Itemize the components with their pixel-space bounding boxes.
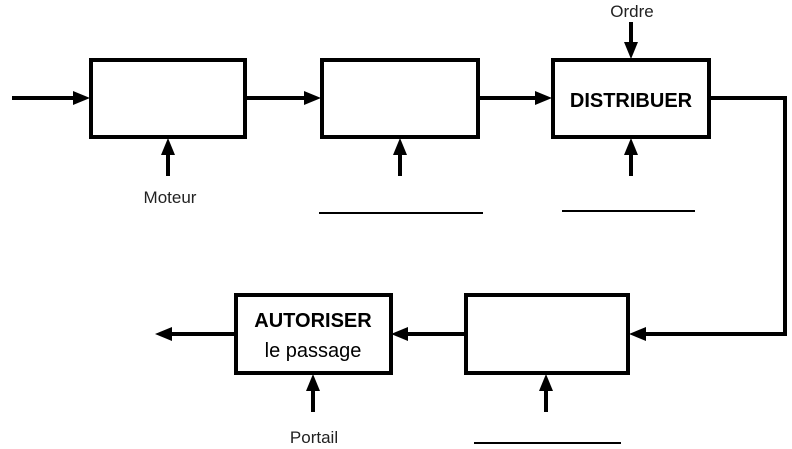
arrow-block1-to-block2	[245, 91, 321, 105]
input-arrow-block-4	[539, 374, 553, 412]
input-arrow-block-distribuer	[624, 138, 638, 176]
arrow-block3-to-block4	[629, 96, 787, 341]
portail-label: Portail	[290, 428, 338, 447]
block-2	[320, 58, 480, 139]
arrow-block2-to-block3	[478, 91, 552, 105]
block-4	[464, 293, 630, 375]
block-distribuer-label: DISTRIBUER	[570, 90, 693, 112]
input-arrow-block-autoriser	[306, 374, 320, 412]
ordre-arrow	[624, 22, 638, 59]
ordre-label: Ordre	[610, 2, 653, 21]
block-1	[89, 58, 247, 139]
block-distribuer	[551, 58, 711, 139]
input-arrow-block-1	[161, 138, 175, 176]
moteur-label: Moteur	[144, 188, 197, 207]
output-arrow	[155, 327, 236, 341]
block-autoriser-line2: le passage	[265, 340, 362, 362]
input-arrow-main	[12, 91, 90, 105]
input-arrow-block-2	[393, 138, 407, 176]
block-autoriser-line1: AUTORISER	[254, 310, 372, 332]
arrow-block4-to-block5	[391, 327, 466, 341]
